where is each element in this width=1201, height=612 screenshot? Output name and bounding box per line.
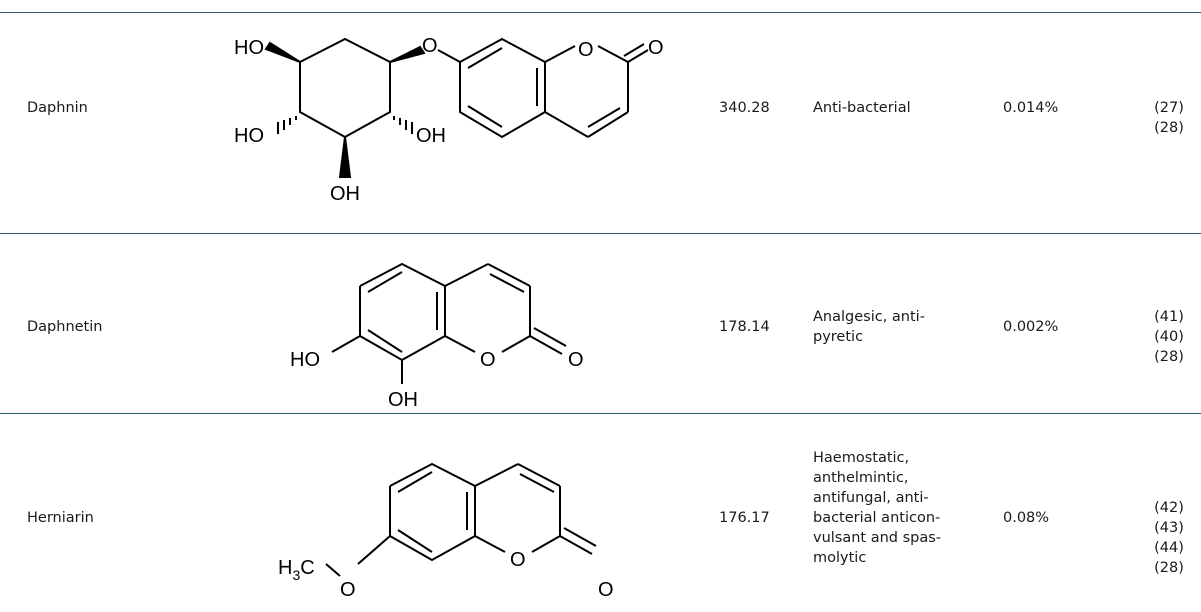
atom-label: OH <box>330 183 360 205</box>
row-divider <box>0 413 1201 414</box>
table-top-rule <box>0 12 1201 13</box>
methyl-label: H3C <box>278 557 315 583</box>
activity-line: anthelmintic, <box>813 470 909 486</box>
bond <box>367 329 403 353</box>
reference-line: (41) (40) <box>1154 309 1184 345</box>
hashed-bond <box>393 116 413 134</box>
bond <box>517 463 561 487</box>
bond <box>474 535 506 553</box>
bond <box>501 335 531 353</box>
bond <box>444 263 489 287</box>
reference-line: (44) (28) <box>1154 540 1184 576</box>
atom-label: O <box>480 349 496 371</box>
activity: Anti-bacterial <box>813 100 911 116</box>
bond <box>544 111 589 138</box>
reference-line: (42) (43) <box>1154 500 1184 536</box>
bond <box>437 49 461 63</box>
references: (27) (28) <box>1154 100 1184 136</box>
compound-name: Herniarin <box>27 510 94 526</box>
bond <box>587 107 621 128</box>
row-divider <box>0 233 1201 234</box>
hashed-bond <box>277 116 297 134</box>
wedge-bond <box>389 45 426 63</box>
daphnin-structure: HO HO OH OH O O O <box>234 35 664 205</box>
bond <box>467 105 503 128</box>
activity-line: molytic <box>813 550 867 566</box>
bond <box>397 471 433 493</box>
bond <box>563 527 597 547</box>
atom-label: O <box>578 39 594 61</box>
daphnetin-structure: O O HO OH <box>290 262 584 411</box>
bond <box>397 529 433 553</box>
atom-label: O <box>340 579 356 601</box>
concentration: 0.002% <box>1003 319 1059 335</box>
bond <box>444 335 476 353</box>
molecular-weight: 176.17 <box>719 510 770 526</box>
activity-line: pyretic <box>813 329 864 345</box>
atom-label: O <box>598 579 614 601</box>
atom-label: OH <box>388 389 418 411</box>
reference-line: (28) <box>1154 349 1184 365</box>
bond <box>357 535 391 565</box>
atom-label: O <box>510 549 526 571</box>
atom-label: OH <box>416 125 446 147</box>
atom-label: O <box>648 37 664 59</box>
bond <box>474 463 519 487</box>
atom-label: O <box>568 349 584 371</box>
compound-name: Daphnetin <box>27 319 103 335</box>
compound-name: Daphnin <box>27 100 88 116</box>
bond <box>325 563 341 577</box>
molecular-weight: 340.28 <box>719 100 770 116</box>
bond <box>627 49 649 63</box>
bond <box>529 335 563 355</box>
activity-line: antifungal, anti- <box>813 490 929 506</box>
activity-line: vulsant and spas- <box>813 530 942 546</box>
bond <box>533 327 567 347</box>
activity-line: bacterial anticon- <box>813 510 941 526</box>
activity-line: Analgesic, anti- <box>813 309 925 325</box>
bond <box>544 45 576 63</box>
references: (42) (43) (44) (28) <box>1137 498 1201 578</box>
bond <box>531 535 561 553</box>
bond <box>487 263 531 287</box>
bond <box>331 335 361 353</box>
wedge-bond <box>338 136 352 178</box>
activity: Haemostatic, anthelmintic, antifungal, a… <box>813 448 973 568</box>
bond <box>459 37 546 139</box>
bond <box>489 273 525 293</box>
bond <box>597 45 629 63</box>
bond <box>299 37 391 139</box>
bond <box>359 262 446 362</box>
table-row: Daphnin HO HO OH OH O O <box>0 12 1201 208</box>
bond <box>389 462 476 562</box>
references: (41) (40) (28) <box>1137 307 1201 367</box>
bond <box>623 43 645 57</box>
table-row: Herniarin O O O H3C 176.17 Haemostatic, … <box>0 414 1201 612</box>
activity-line: Haemostatic, <box>813 450 910 466</box>
table-row: Daphnetin O O HO OH 178.14 Analgesic, an… <box>0 234 1201 413</box>
bond <box>367 271 403 293</box>
bond <box>559 535 593 555</box>
herniarin-structure: O O O H3C <box>278 462 614 601</box>
molecular-weight: 178.14 <box>719 319 770 335</box>
concentration: 0.08% <box>1003 510 1050 526</box>
activity: Analgesic, anti- pyretic <box>813 307 973 347</box>
wedge-bond <box>264 41 301 63</box>
bond <box>587 111 629 138</box>
bond <box>467 47 503 69</box>
atom-label: HO <box>234 125 264 147</box>
atom-label: HO <box>234 37 264 59</box>
bond <box>519 473 555 493</box>
atom-label: O <box>422 35 438 57</box>
concentration: 0.014% <box>1003 100 1059 116</box>
atom-label: HO <box>290 349 320 371</box>
